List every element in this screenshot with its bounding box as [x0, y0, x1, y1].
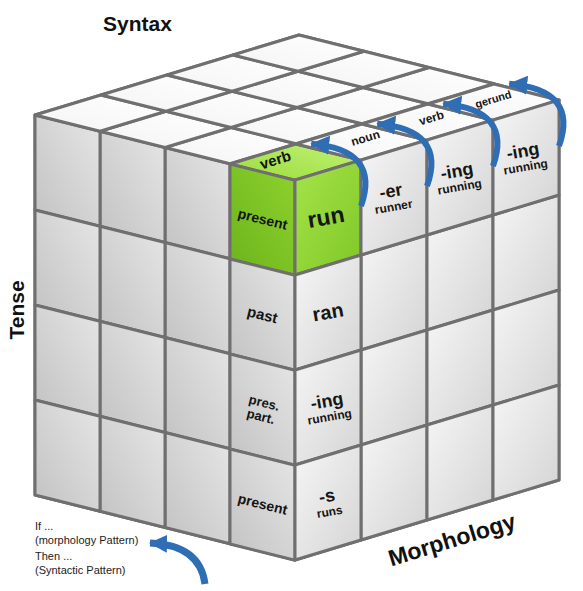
face-example: runner — [374, 197, 414, 216]
cube-cell — [100, 226, 165, 337]
cube-cell — [493, 385, 559, 500]
face-example: runs — [316, 503, 344, 520]
face-shape — [427, 120, 493, 235]
face-label: noun — [350, 128, 382, 149]
face-label: run — [306, 202, 347, 232]
cube-cell — [165, 148, 230, 259]
cube-cell — [165, 338, 230, 449]
cube-face: pres. part. — [230, 354, 295, 465]
face-shape — [230, 164, 295, 275]
cube-face: -sruns — [295, 445, 361, 560]
face-label: ran — [311, 299, 345, 325]
axis-label: Tense — [5, 280, 29, 339]
face-label: present — [236, 491, 289, 517]
note-text: Then ... — [35, 550, 72, 562]
face-shape — [230, 354, 295, 465]
face-label: present — [236, 206, 289, 232]
cube-cell — [100, 416, 165, 527]
face-label: past — [246, 303, 280, 326]
cube-face: -errunner — [361, 140, 427, 255]
cube-cell — [35, 400, 100, 511]
cube-cell — [35, 305, 100, 416]
face-label: verb — [418, 108, 446, 127]
cube-face: -ingrunning — [493, 100, 559, 215]
cube-cell — [35, 115, 100, 226]
cube-cell — [165, 433, 230, 544]
cube-face: past — [230, 259, 295, 370]
cube-cell — [35, 210, 100, 321]
cube-cell — [233, 35, 364, 71]
cube-body — [35, 35, 559, 560]
face-shape — [230, 449, 295, 560]
face-label: pres. part. — [235, 390, 290, 429]
left-face-cells — [35, 115, 230, 544]
cube-face: -ingrunning — [427, 120, 493, 235]
note-text: (Syntactic Pattern) — [35, 564, 125, 576]
cube-face: present — [230, 449, 295, 560]
cube-cell — [165, 243, 230, 354]
face-label: gerund — [474, 89, 513, 111]
cube-cell — [100, 131, 165, 242]
face-shape — [361, 140, 427, 255]
note-text: (morphology Pattern) — [35, 534, 138, 546]
face-shape — [493, 100, 559, 215]
highlighted-cube-face: present — [230, 164, 295, 275]
curved-arrow — [150, 543, 205, 584]
face-shape — [230, 259, 295, 370]
axis-label: Syntax — [103, 12, 172, 36]
note-text: If ... — [35, 520, 53, 532]
face-shape — [295, 445, 361, 560]
face-label: verb — [258, 148, 293, 172]
cube-cell — [100, 321, 165, 432]
cube-cell — [427, 405, 493, 520]
cube-cell — [361, 425, 427, 540]
